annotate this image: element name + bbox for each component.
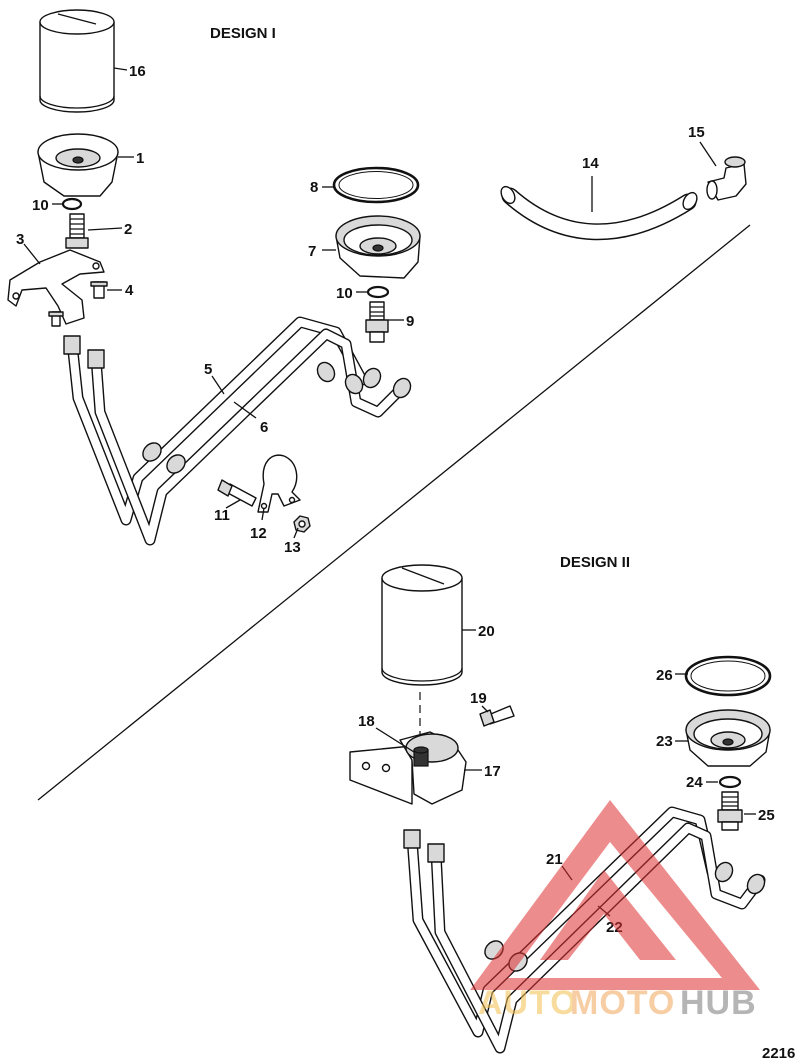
watermark-logo: AUTO MOTO HUB	[470, 800, 760, 1022]
callout-7: 7	[308, 243, 336, 260]
callout-6: 6	[233, 401, 268, 436]
fitting-part-25	[717, 791, 743, 831]
fitting-part-2	[65, 213, 89, 249]
svg-text:18: 18	[358, 713, 375, 730]
callout-8: 8	[310, 179, 334, 196]
svg-text:13: 13	[284, 539, 301, 556]
callout-9: 9	[388, 313, 414, 330]
svg-text:1: 1	[136, 150, 144, 167]
tube-fittings-design-1	[63, 335, 412, 474]
watermark-text-hub: HUB	[680, 984, 757, 1022]
callout-17: 17	[464, 763, 501, 780]
svg-text:10: 10	[336, 285, 353, 302]
figure-number: 2216	[762, 1045, 795, 1062]
svg-text:5: 5	[204, 361, 212, 378]
hose-part-14	[500, 185, 698, 241]
callout-13: 13	[284, 527, 301, 556]
o-ring-part-10b	[366, 285, 390, 299]
watermark-text-auto: AUTO	[478, 984, 578, 1022]
o-ring-part-26-inner	[690, 660, 766, 692]
callout-16: 16	[113, 63, 146, 80]
design-1-heading: DESIGN I	[210, 25, 276, 42]
svg-text:12: 12	[250, 525, 267, 542]
elbow-fitting-part-15	[706, 156, 747, 201]
svg-text:7: 7	[308, 243, 316, 260]
callout-12: 12	[250, 507, 267, 542]
cooler-tube-part-22	[430, 822, 766, 1054]
svg-text:16: 16	[129, 63, 146, 80]
screw-small	[48, 311, 64, 327]
svg-text:20: 20	[478, 623, 495, 640]
oil-filter-part-20	[381, 564, 463, 686]
bracket-part-3	[7, 249, 105, 325]
svg-text:24: 24	[686, 774, 703, 791]
svg-text:11: 11	[214, 507, 230, 524]
svg-text:8: 8	[310, 179, 318, 196]
svg-text:6: 6	[260, 419, 268, 436]
section-divider-line	[37, 224, 751, 801]
callout-5: 5	[204, 361, 225, 395]
stud-part-18	[413, 746, 429, 767]
svg-text:2: 2	[124, 221, 132, 238]
svg-text:4: 4	[125, 282, 134, 299]
cooler-tube-part-5	[66, 316, 368, 526]
o-ring-part-8-inner	[338, 171, 414, 199]
o-ring-part-24	[718, 775, 742, 789]
svg-text:19: 19	[470, 690, 487, 707]
cooler-tube-part-6	[90, 328, 408, 546]
callout-25: 25	[744, 807, 775, 824]
clamp-part-12	[257, 454, 301, 513]
callout-14: 14	[582, 155, 599, 212]
callout-20: 20	[462, 623, 495, 640]
design-2-heading: DESIGN II	[560, 554, 630, 571]
fitting-part-9	[365, 301, 389, 343]
nut-part-13	[293, 515, 311, 533]
oil-filter-part-16	[39, 9, 115, 113]
svg-text:3: 3	[16, 231, 24, 248]
filter-adapter-part-1	[37, 133, 119, 197]
callout-19: 19	[470, 690, 489, 713]
callout-26: 26	[656, 667, 688, 684]
callout-18: 18	[358, 713, 415, 753]
svg-text:25: 25	[758, 807, 775, 824]
bolt-part-11	[217, 479, 257, 507]
filter-adapter-part-7	[335, 215, 421, 279]
watermark-triangle	[470, 800, 760, 990]
o-ring-part-26	[684, 655, 772, 697]
callout-23: 23	[656, 733, 688, 750]
svg-text:23: 23	[656, 733, 673, 750]
callout-3: 3	[16, 231, 41, 265]
svg-text:9: 9	[406, 313, 414, 330]
callout-10b: 10	[336, 285, 368, 302]
callout-10a: 10	[32, 197, 63, 214]
mounting-adapter-part-17	[349, 731, 467, 805]
svg-text:21: 21	[546, 851, 563, 868]
svg-text:26: 26	[656, 667, 673, 684]
o-ring-part-8	[332, 166, 420, 204]
callout-4: 4	[107, 282, 134, 299]
callout-2: 2	[87, 221, 132, 238]
callout-15: 15	[688, 124, 717, 167]
svg-text:15: 15	[688, 124, 705, 141]
svg-text:17: 17	[484, 763, 501, 780]
callout-11: 11	[214, 499, 241, 524]
svg-text:10: 10	[32, 197, 49, 214]
callout-24: 24	[686, 774, 718, 791]
o-ring-part-10a	[61, 197, 83, 211]
screw-part-4	[90, 281, 108, 299]
svg-text:14: 14	[582, 155, 599, 172]
watermark-text-moto: MOTO	[570, 984, 675, 1022]
callout-1: 1	[118, 150, 144, 167]
filter-adapter-part-23	[685, 709, 771, 767]
